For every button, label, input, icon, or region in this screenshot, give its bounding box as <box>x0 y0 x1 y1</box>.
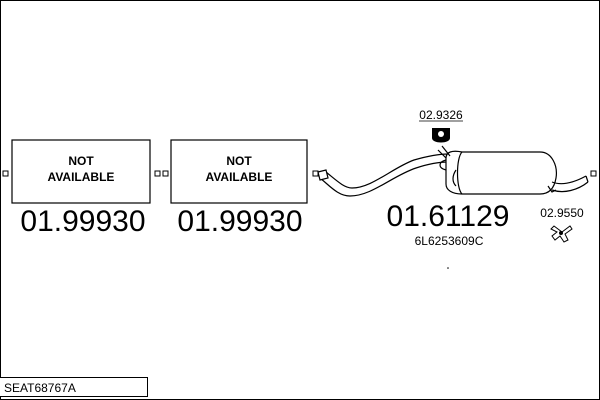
part-number[interactable]: 01.61129 <box>387 200 510 233</box>
rear-silencer-drawing[interactable] <box>317 145 589 197</box>
system-id-label: SEAT68767A <box>0 377 148 397</box>
connector-icon <box>162 170 169 177</box>
not-available-line1: NOT <box>226 154 252 168</box>
not-available-box <box>11 139 151 204</box>
dot-marker <box>447 267 449 269</box>
not-available-line2: AVAILABLE <box>48 170 115 184</box>
mounting-part-number: 02.9550 <box>540 206 584 220</box>
bracket-clamp-icon <box>550 225 573 243</box>
oem-number: 6L6253609C <box>415 234 484 248</box>
not-available-box <box>170 139 308 204</box>
part-number[interactable]: 01.99930 <box>177 205 302 238</box>
connector-icon <box>590 170 597 177</box>
not-available-line1: NOT <box>68 154 94 168</box>
connector-icon <box>154 170 161 177</box>
section-2: NOT AVAILABLE 01.99930 <box>170 139 308 238</box>
mounting-part-number: 02.9326 <box>419 108 463 122</box>
connector-icon <box>312 170 319 177</box>
connector-icon <box>2 170 9 177</box>
mounting-part-bracket-clamp[interactable]: 02.9550 <box>540 206 584 243</box>
mounting-part-rubber-hanger[interactable]: 02.9326 <box>419 108 463 143</box>
section-1: NOT AVAILABLE 01.99930 <box>11 139 151 238</box>
not-available-line2: AVAILABLE <box>206 170 273 184</box>
part-number[interactable]: 01.99930 <box>20 205 145 238</box>
rubber-hanger-icon <box>432 128 450 143</box>
section-3: 01.61129 6L6253609C <box>317 145 589 269</box>
